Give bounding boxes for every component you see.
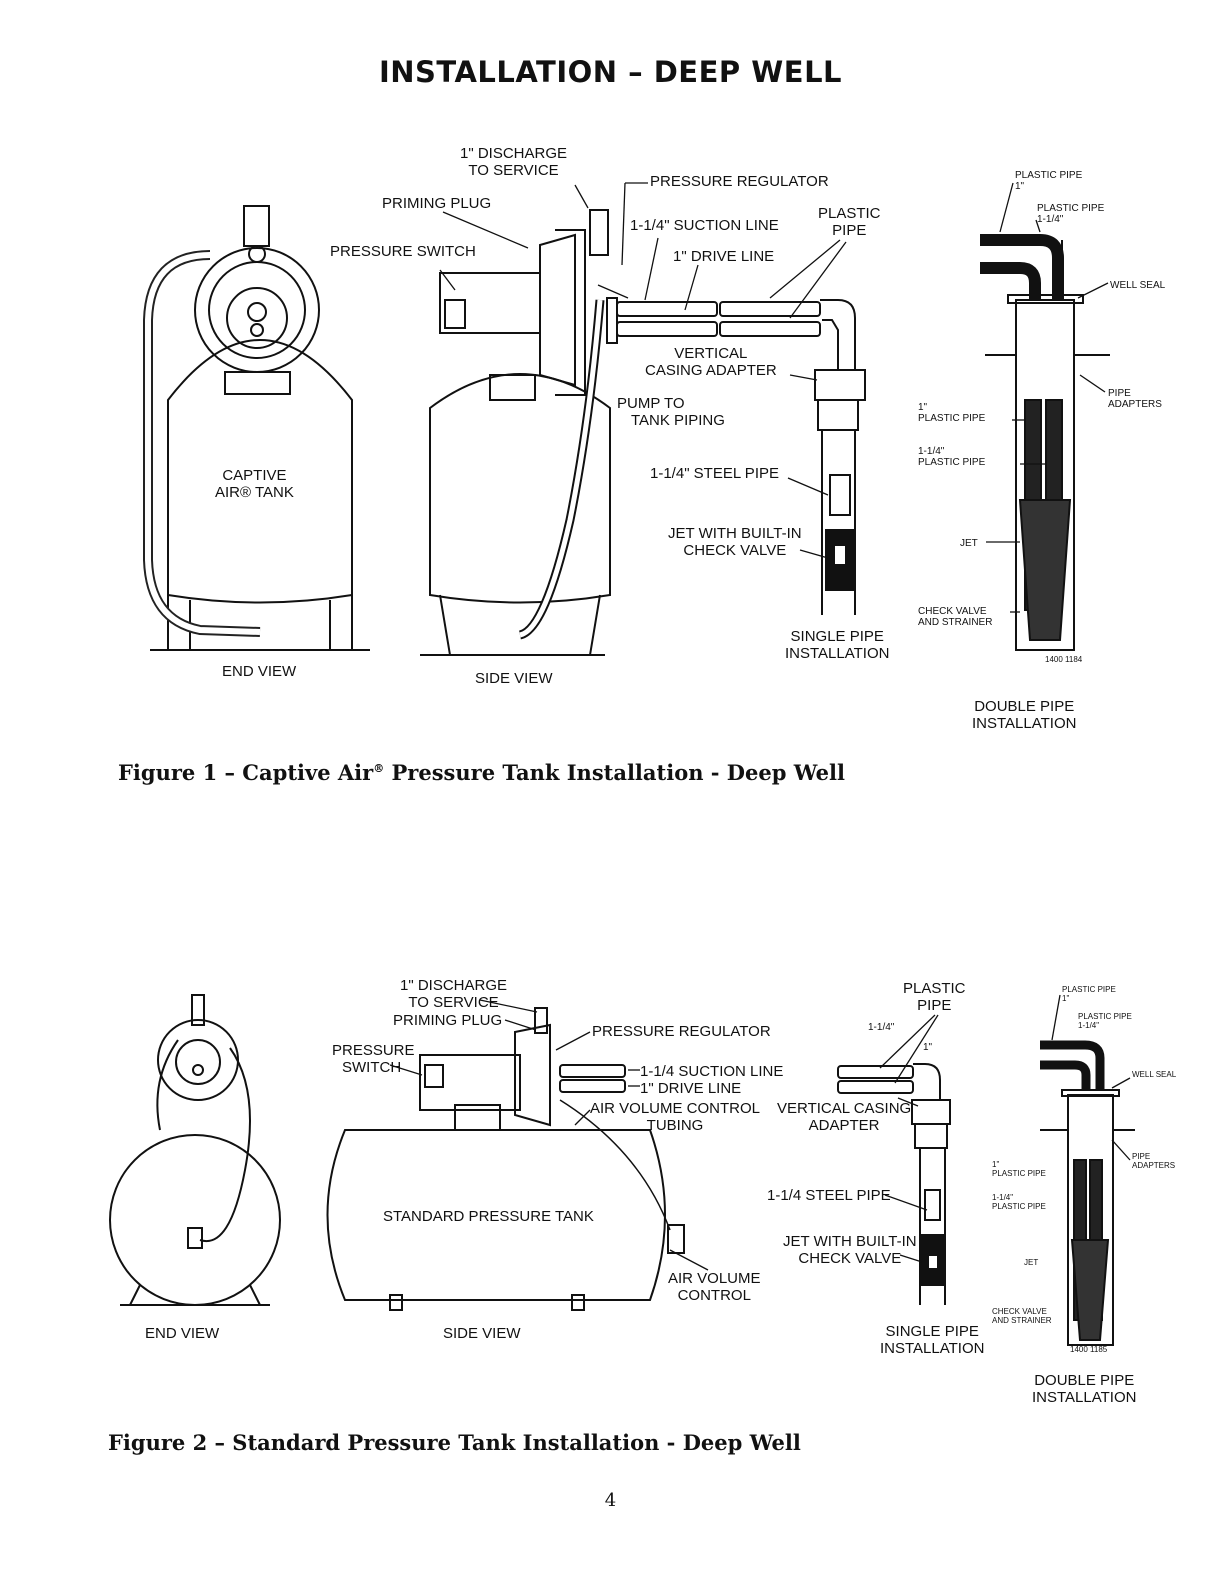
fig2-steel-pipe-label: 1-1/4 STEEL PIPE: [767, 1187, 891, 1204]
double-pipe-installation-fig2: [1040, 1040, 1135, 1346]
fig2-dp-jet-label: JET: [1024, 1258, 1039, 1267]
fig2-pressure-regulator-label: PRESSURE REGULATOR: [592, 1023, 771, 1040]
single-pipe-installation: [606, 297, 866, 615]
fig2-dp-check-label: CHECK VALVE AND STRAINER: [992, 1307, 1052, 1325]
dp-jet-label: JET: [960, 538, 978, 549]
fig2-plastic-pipe-label: PLASTIC PIPE: [903, 980, 966, 1014]
double-pipe-label: DOUBLE PIPE INSTALLATION: [972, 698, 1077, 732]
fig2-pressure-switch-label: PRESSURE SWITCH: [332, 1042, 415, 1076]
dp-code-label: 1400 1184: [1045, 655, 1083, 664]
dp-well-seal-label: WELL SEAL: [1110, 280, 1166, 291]
pump-to-tank-label: PUMP TO TANK PIPING: [617, 395, 725, 429]
vertical-casing-adapter-label: VERTICAL CASING ADAPTER: [645, 345, 777, 379]
standard-tank-side-view: [326, 1007, 685, 1311]
caption-1-prefix: Figure 1 – Captive Air: [118, 760, 374, 785]
fig2-double-pipe-label: DOUBLE PIPE INSTALLATION: [1032, 1372, 1137, 1406]
fig2-dp-plastic-114-label: PLASTIC PIPE 1-1/4": [1078, 1012, 1132, 1030]
fig2-air-volume-control-label: AIR VOLUME CONTROL: [668, 1270, 761, 1304]
dp-pipe-adapters-label: PIPE ADAPTERS: [1108, 388, 1162, 410]
priming-plug-label: PRIMING PLUG: [382, 195, 492, 212]
double-pipe-installation-fig1: [980, 234, 1110, 651]
page-title: INSTALLATION – DEEP WELL: [378, 55, 843, 89]
fig2-suction-drive-label: 1-1/4 SUCTION LINE 1" DRIVE LINE: [640, 1063, 784, 1097]
steel-pipe-label: 1-1/4" STEEL PIPE: [650, 465, 779, 482]
fig2-dp-plastic-1-label: PLASTIC PIPE 1": [1062, 985, 1116, 1003]
fig2-size-114-label: 1-1/4": [868, 1022, 895, 1033]
jet-check-valve-label: JET WITH BUILT-IN CHECK VALVE: [668, 525, 802, 559]
fig2-dp-code-label: 1400 1185: [1070, 1345, 1108, 1354]
drive-line-label: 1" DRIVE LINE: [673, 248, 775, 265]
fig2-dp-well-seal-label: WELL SEAL: [1132, 1070, 1177, 1079]
single-pipe-installation-fig2: [559, 1063, 951, 1305]
fig2-discharge-label: 1" DISCHARGE TO SERVICE: [400, 977, 508, 1011]
fig2-air-volume-tubing-label: AIR VOLUME CONTROL TUBING: [590, 1100, 761, 1134]
dp-left-114-label: 1-1/4" PLASTIC PIPE: [918, 446, 986, 468]
captive-tank-label: CAPTIVE AIR® TANK: [215, 467, 294, 501]
fig2-end-view-label: END VIEW: [145, 1325, 220, 1342]
fig2-priming-plug-label: PRIMING PLUG: [393, 1012, 503, 1029]
page-number: 4: [604, 1490, 617, 1511]
caption-1-suffix: Pressure Tank Installation - Deep Well: [384, 760, 845, 785]
leader-lines-fig2: [389, 994, 1131, 1271]
single-pipe-label: SINGLE PIPE INSTALLATION: [785, 628, 890, 662]
dp-left-1-label: 1" PLASTIC PIPE: [918, 402, 986, 424]
fig2-standard-tank-label: STANDARD PRESSURE TANK: [383, 1208, 594, 1225]
figure-2-caption: Figure 2 – Standard Pressure Tank Instal…: [108, 1430, 801, 1455]
discharge-text: 1" DISCHARGE TO SERVICE: [460, 145, 568, 179]
fig2-vertical-casing-adapter-label: VERTICAL CASING ADAPTER: [777, 1100, 912, 1134]
fig2-jet-check-label: JET WITH BUILT-IN CHECK VALVE: [783, 1233, 917, 1267]
captive-tank-side-view: [420, 209, 611, 656]
pressure-switch-label: PRESSURE SWITCH: [330, 243, 476, 260]
side-view-label: SIDE VIEW: [475, 670, 553, 687]
fig2-side-view-label: SIDE VIEW: [443, 1325, 521, 1342]
caption-1-reg: ®: [373, 762, 385, 775]
figure-1-caption: Figure 1 – Captive Air® Pressure Tank In…: [118, 760, 845, 785]
dp-plastic-1-label: PLASTIC PIPE 1": [1015, 170, 1083, 192]
end-view-label: END VIEW: [222, 663, 297, 680]
fig2-dp-left-114-label: 1-1/4" PLASTIC PIPE: [992, 1193, 1046, 1211]
leader-lines-fig1: [439, 182, 1109, 613]
pressure-regulator-label: PRESSURE REGULATOR: [650, 173, 829, 190]
captive-tank-end-view: [143, 205, 370, 651]
dp-check-label: CHECK VALVE AND STRAINER: [918, 606, 993, 628]
fig2-dp-left-1-label: 1" PLASTIC PIPE: [992, 1160, 1046, 1178]
discharge-label: 1" DISCHARGE TO SERVICE: [460, 145, 567, 179]
fig2-dp-pipe-adapters-label: PIPE ADAPTERS: [1132, 1152, 1176, 1170]
plastic-pipe-label: PLASTIC PIPE: [818, 205, 881, 239]
suction-line-label: 1-1/4" SUCTION LINE: [630, 217, 779, 234]
dp-plastic-114-label: PLASTIC PIPE 1-1/4": [1037, 203, 1105, 225]
fig2-size-1-label: 1": [923, 1042, 933, 1053]
fig2-single-pipe-label: SINGLE PIPE INSTALLATION: [880, 1323, 985, 1357]
standard-tank-end-view: [109, 994, 281, 1306]
